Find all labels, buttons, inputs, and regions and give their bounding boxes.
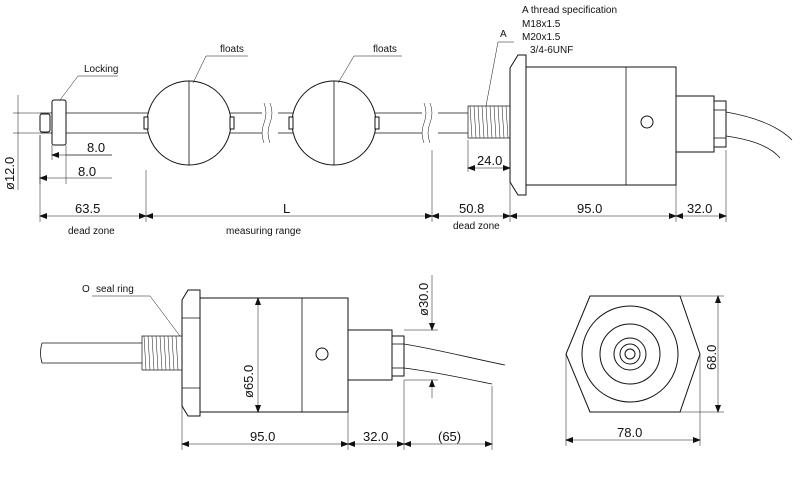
dim-65-paren: (65) (438, 429, 461, 444)
locking-callout: Locking (59, 64, 118, 101)
housing-side (199, 297, 349, 413)
cable-gland-side (347, 329, 405, 381)
thread-spec-m20: M20x1.5 (522, 32, 561, 43)
side-view: O seal ring (40, 275, 506, 450)
thread-marker-a: A (500, 29, 507, 40)
floats-callout-2: floats (337, 44, 402, 84)
dim-L: L (283, 201, 290, 216)
locking-label: Locking (84, 64, 118, 75)
measuring-range-label: measuring range (226, 226, 301, 237)
top-view: Locking floats floats A thread specifica… (2, 5, 793, 237)
dim-95-top: 95.0 (577, 201, 602, 216)
housing-top (525, 66, 677, 186)
thread-section-top (467, 105, 511, 139)
float-2 (288, 80, 380, 166)
dim-50-8: 50.8 (459, 201, 484, 216)
thread-spec-unf: 3/4-6UNF (530, 45, 573, 56)
dead-zone-left-label: dead zone (68, 226, 115, 237)
cable-side-left (40, 342, 142, 364)
dimensions-top-chain: 63.5 L 50.8 95.0 32.0 dead zone measurin… (39, 135, 727, 237)
dim-63-5: 63.5 (75, 201, 100, 216)
float-1 (143, 80, 235, 166)
cable-top (725, 111, 793, 159)
floats-label-2: floats (373, 44, 397, 55)
dim-32-bottom: 32.0 (363, 429, 388, 444)
floats-callout-1: floats (192, 44, 248, 84)
seal-ring-label: seal ring (96, 284, 134, 295)
dim-78: 78.0 (617, 425, 642, 440)
thread-spec-m18: M18x1.5 (522, 19, 561, 30)
dim-phi65: ø65.0 (241, 365, 256, 398)
stem-rod (39, 102, 470, 144)
thread-spec-title: A thread specification (522, 5, 617, 16)
cable-gland-top (675, 95, 727, 153)
dim-24: 24.0 (477, 153, 502, 168)
housing-face (581, 305, 679, 403)
floats-label-1: floats (220, 44, 244, 55)
seal-ring-marker: O (82, 284, 90, 295)
dim-32-top: 32.0 (687, 201, 712, 216)
dim-8-bottom: 8.0 (78, 164, 96, 179)
dim-95-bottom: 95.0 (250, 429, 275, 444)
dimensions-end: 68.0 78.0 (565, 295, 724, 446)
thread-section-side (141, 335, 183, 371)
flange-top (509, 54, 527, 196)
cable-side-right (403, 343, 506, 385)
dimensions-top-small: ø12.0 8.0 8.0 24.0 (2, 95, 511, 190)
dimensions-side: ø65.0 ø30.0 95.0 32.0 (65) (181, 275, 493, 450)
dim-68: 68.0 (704, 345, 719, 370)
flange-side (181, 289, 201, 417)
thread-spec-callout: A thread specification M18x1.5 M20x1.5 3… (485, 5, 617, 107)
dim-8-top: 8.0 (87, 140, 105, 155)
dim-phi30: ø30.0 (416, 283, 431, 316)
end-view: 68.0 78.0 (565, 295, 724, 446)
locking-collar (51, 99, 67, 146)
seal-ring-callout: O seal ring (82, 284, 181, 337)
dim-phi12: ø12.0 (2, 157, 17, 190)
dead-zone-right-label: dead zone (453, 221, 500, 232)
